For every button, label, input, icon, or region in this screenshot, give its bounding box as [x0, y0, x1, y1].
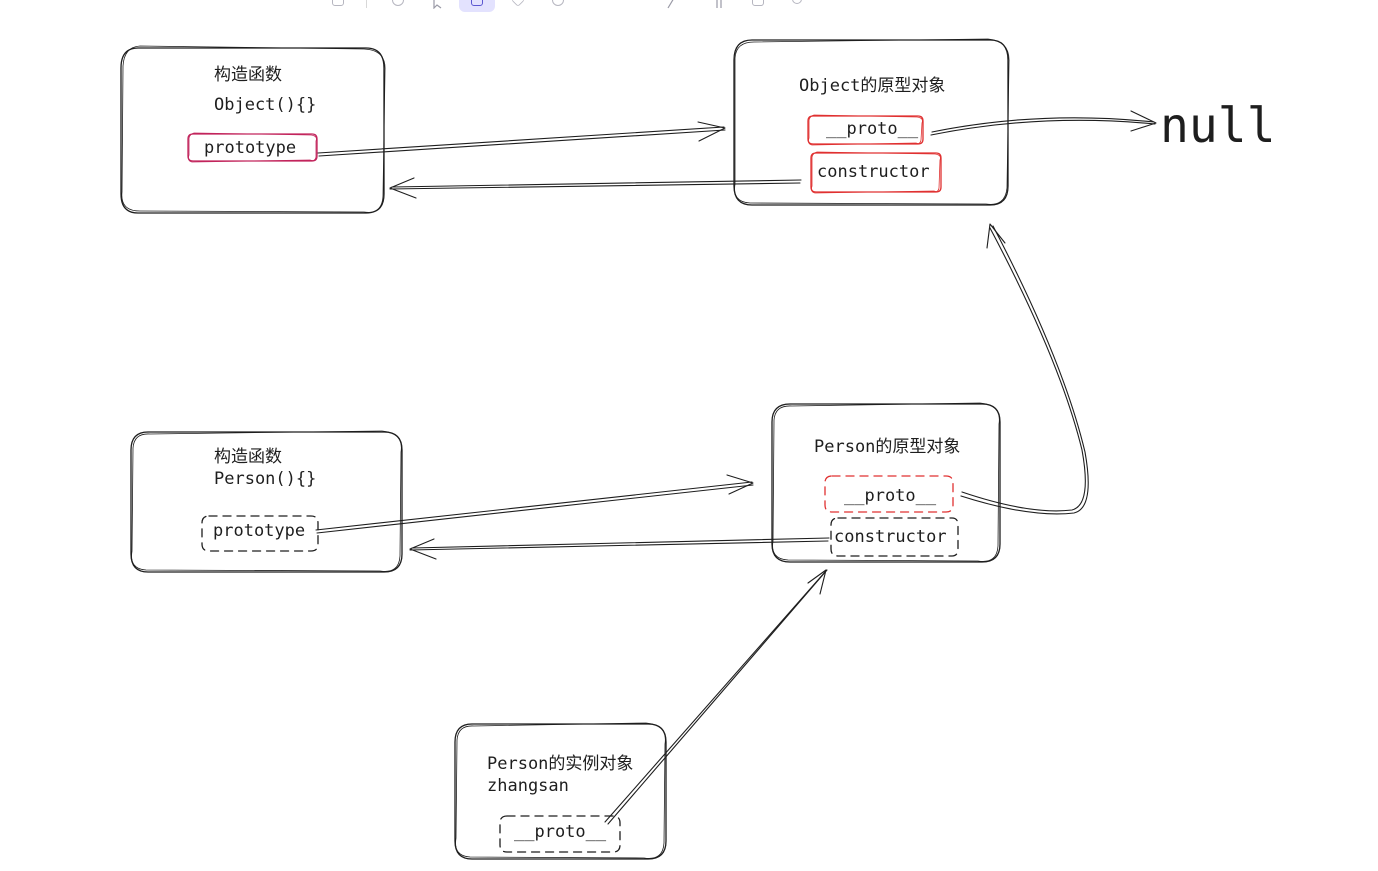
object-proto-field-box[interactable] [807, 114, 924, 146]
arrow-person-prototype-to-proto-object[interactable] [315, 474, 754, 534]
text-glyph [716, 0, 722, 8]
square-icon[interactable] [471, 0, 483, 6]
instance-title: Person的实例对象 [487, 754, 634, 774]
object-proto-object-title: Object的原型对象 [799, 76, 946, 96]
pencil-icon[interactable] [665, 0, 677, 9]
select-icon[interactable] [432, 0, 444, 10]
object-prototype-box[interactable] [733, 38, 1010, 206]
arrow-object-prototype-to-proto-object[interactable] [317, 121, 726, 157]
instance-name: zhangsan [487, 776, 569, 796]
toolbar-divider [366, 0, 367, 8]
object-prototype-field-box[interactable] [187, 132, 318, 163]
object-constructor-box[interactable] [120, 45, 386, 214]
person-proto-field-label: __proto__ [844, 486, 937, 506]
person-prototype-field-label: prototype [213, 521, 306, 541]
toolbar [320, 0, 820, 14]
person-constructor-field-box[interactable] [830, 517, 959, 557]
object-constructor-title: 构造函数 [214, 65, 282, 85]
lock-icon[interactable] [332, 0, 344, 6]
person-prototype-field-box[interactable] [201, 515, 319, 552]
null-label: null [1160, 98, 1276, 154]
pencil-glyph [667, 0, 674, 9]
person-constructor-title: 构造函数 [214, 447, 282, 467]
instance-box[interactable] [454, 722, 667, 860]
arrow-object-proto-to-null[interactable] [930, 110, 1157, 136]
arrow-person-constructor-back[interactable] [409, 537, 830, 560]
square-tool-active[interactable] [459, 0, 495, 12]
instance-proto-field-box[interactable] [499, 815, 621, 853]
object-prototype-field-label: prototype [204, 138, 297, 158]
image-icon[interactable] [752, 0, 764, 6]
object-constructor-field-box[interactable] [810, 151, 942, 194]
person-constructor-box[interactable] [130, 430, 403, 573]
instance-proto-field-label: __proto__ [514, 822, 607, 842]
object-proto-field-label: __proto__ [826, 119, 919, 139]
person-proto-object-title: Person的原型对象 [814, 437, 961, 457]
person-constructor-field-label: constructor [834, 527, 947, 547]
arrow-person-proto-to-object-proto[interactable] [960, 223, 1089, 515]
text-icon[interactable] [712, 0, 724, 8]
person-prototype-box[interactable] [771, 402, 1001, 563]
arrow-instance-proto-to-person-proto[interactable] [604, 569, 828, 825]
person-proto-field-box[interactable] [824, 475, 954, 513]
arrow-icon [433, 0, 442, 10]
object-constructor-signature: Object(){} [214, 95, 317, 115]
object-constructor-field-label: constructor [817, 162, 930, 182]
person-constructor-signature: Person(){} [214, 469, 317, 489]
arrow-object-constructor-back[interactable] [389, 177, 802, 199]
